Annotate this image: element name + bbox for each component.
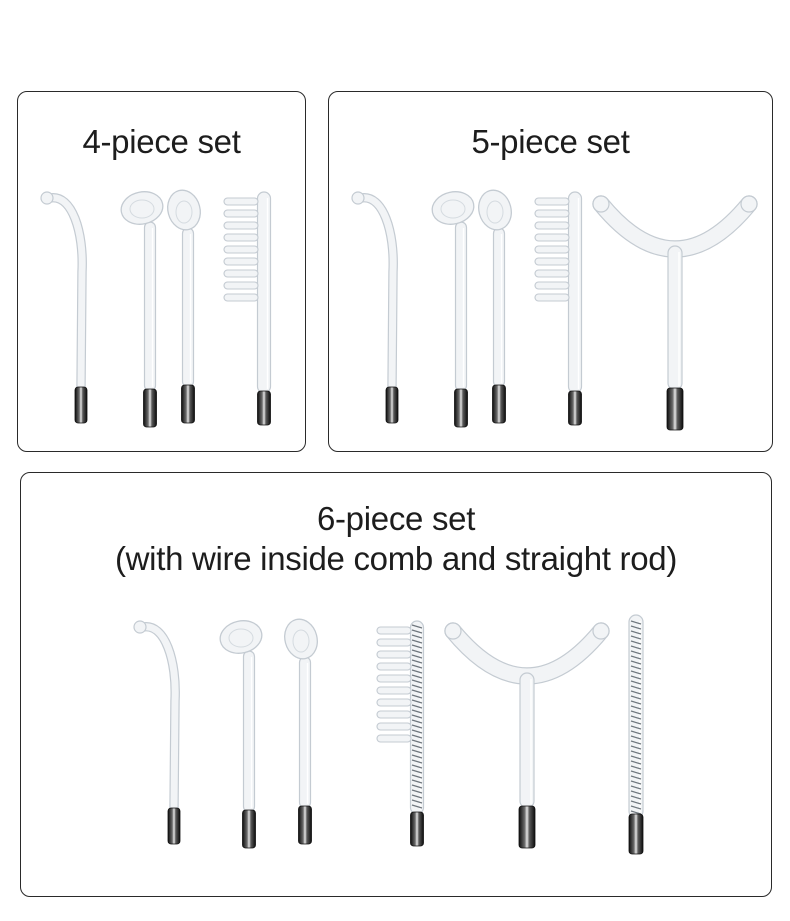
set-title: 4-piece set (18, 122, 305, 162)
mushroom-electrode-image (133, 620, 181, 845)
set-panel-6-piece: 6-piece set (with wire inside comb and s… (20, 472, 772, 897)
set-subtitle-text: (with wire inside comb and straight rod) (114, 540, 678, 577)
set-5-tools (351, 189, 758, 431)
y-shaped-electrode-image (444, 622, 610, 849)
comb-electrode-image (534, 191, 583, 426)
mushroom-electrode-image (40, 191, 88, 424)
wire-straight-rod-electrode-image (628, 614, 644, 855)
set-6-tools (133, 614, 644, 855)
set-title-text: 4-piece set (82, 123, 241, 160)
mushroom-electrode-image (351, 191, 399, 424)
set-title: 5-piece set (329, 122, 772, 162)
set-title: 6-piece set (with wire inside comb and s… (21, 499, 771, 579)
tongue-electrode-image (478, 189, 512, 424)
spoon-electrode-image (431, 191, 475, 428)
set-panel-4-piece: 4-piece set (17, 91, 306, 452)
set-panel-5-piece: 5-piece set (328, 91, 773, 452)
spoon-electrode-image (120, 191, 164, 428)
set-4-tools (40, 189, 272, 428)
set-title-text: 6-piece set (316, 500, 476, 537)
comb-electrode-image (223, 191, 272, 426)
tongue-electrode-image (284, 618, 318, 845)
spoon-electrode-image (219, 620, 263, 849)
tongue-electrode-image (167, 189, 201, 424)
y-shaped-electrode-image (592, 195, 758, 431)
wire-comb-electrode-image (376, 620, 425, 847)
set-title-text: 5-piece set (471, 123, 630, 160)
